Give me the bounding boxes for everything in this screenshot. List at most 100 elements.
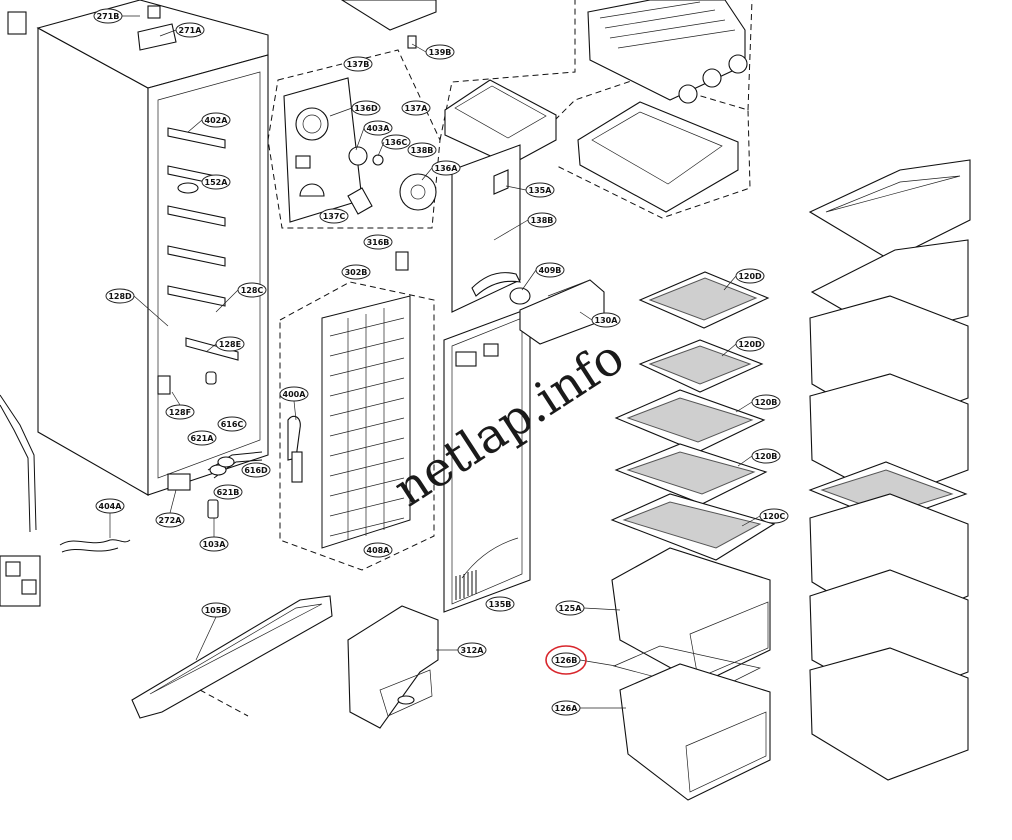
label-128c: 128C	[237, 282, 267, 298]
label-404a: 404A	[95, 498, 125, 514]
svg-text:316B: 316B	[367, 238, 390, 247]
svg-text:135A: 135A	[529, 186, 553, 195]
label-120c: 120C	[759, 508, 789, 524]
crisper-drawers	[611, 547, 771, 801]
lower-covers	[131, 595, 439, 729]
svg-text:138B: 138B	[411, 146, 434, 155]
label-621a: 621A	[187, 430, 217, 446]
label-136c: 136C	[381, 134, 411, 150]
ice-maker-group	[439, 0, 753, 219]
label-271a: 271A	[175, 22, 205, 38]
label-402a: 402A	[201, 112, 231, 128]
svg-text:616D: 616D	[244, 466, 268, 475]
label-616d: 616D	[241, 462, 271, 478]
svg-text:409B: 409B	[539, 266, 562, 275]
label-137a: 137A	[401, 100, 431, 116]
light-housing-130a	[509, 279, 605, 345]
svg-text:137B: 137B	[347, 60, 370, 69]
leader-lines	[109, 15, 761, 709]
label-128e: 128E	[215, 336, 245, 352]
svg-text:128F: 128F	[169, 408, 191, 417]
label-130a: 130A	[591, 312, 621, 328]
label-136d: 136D	[351, 100, 381, 116]
left-pipes	[0, 394, 263, 607]
svg-text:126A: 126A	[555, 704, 579, 713]
label-135b: 135B	[485, 596, 515, 612]
cover-plate-135a	[451, 144, 521, 313]
label-152a: 152A	[201, 174, 231, 190]
svg-text:130A: 130A	[595, 316, 619, 325]
label-125a: 125A	[555, 600, 585, 616]
label-135a: 135A	[525, 182, 555, 198]
label-316b: 316B	[363, 234, 393, 250]
part-labels: 271B 271A 139B 137B 136D 137A 403A 136C …	[93, 8, 789, 716]
label-128f: 128F	[165, 404, 195, 420]
svg-text:621A: 621A	[191, 434, 215, 443]
back-panel-135b	[443, 307, 531, 613]
label-120b-1: 120B	[751, 394, 781, 410]
svg-text:128D: 128D	[108, 292, 132, 301]
svg-text:135B: 135B	[489, 600, 512, 609]
svg-text:120B: 120B	[755, 452, 778, 461]
svg-text:125A: 125A	[559, 604, 583, 613]
label-621b: 621B	[213, 484, 243, 500]
label-103a: 103A	[199, 536, 229, 552]
label-616c: 616C	[217, 416, 247, 432]
svg-text:120D: 120D	[738, 272, 762, 281]
label-408a: 408A	[363, 542, 393, 558]
svg-text:400A: 400A	[283, 390, 307, 399]
svg-text:128E: 128E	[219, 340, 241, 349]
fan-assembly-group	[267, 0, 441, 229]
svg-text:408A: 408A	[367, 546, 391, 555]
label-136a: 136A	[431, 160, 461, 176]
svg-text:621B: 621B	[217, 488, 240, 497]
svg-text:152A: 152A	[205, 178, 229, 187]
svg-text:126B: 126B	[555, 656, 578, 665]
label-409b: 409B	[535, 262, 565, 278]
label-105b: 105B	[201, 602, 231, 618]
svg-text:137A: 137A	[405, 104, 429, 113]
svg-text:271A: 271A	[179, 26, 203, 35]
label-138b: 138B	[527, 212, 557, 228]
svg-text:120D: 120D	[738, 340, 762, 349]
svg-text:139B: 139B	[429, 48, 452, 57]
svg-text:136D: 136D	[354, 104, 378, 113]
svg-text:120C: 120C	[763, 512, 786, 521]
svg-text:312A: 312A	[461, 646, 485, 655]
svg-text:616C: 616C	[221, 420, 244, 429]
label-271b: 271B	[93, 8, 123, 24]
svg-text:136A: 136A	[435, 164, 459, 173]
svg-text:105B: 105B	[205, 606, 228, 615]
svg-text:271B: 271B	[97, 12, 120, 21]
label-120b-2: 120B	[751, 448, 781, 464]
svg-text:404A: 404A	[99, 502, 123, 511]
label-138b-upper: 138B	[407, 142, 437, 158]
svg-text:120B: 120B	[755, 398, 778, 407]
label-403a: 403A	[363, 120, 393, 136]
svg-text:138B: 138B	[531, 216, 554, 225]
svg-text:128C: 128C	[241, 286, 264, 295]
svg-text:272A: 272A	[159, 516, 183, 525]
svg-text:103A: 103A	[203, 540, 227, 549]
label-139b: 139B	[425, 44, 455, 60]
svg-text:403A: 403A	[367, 124, 391, 133]
label-120d-1: 120D	[735, 268, 765, 284]
label-137c: 137C	[319, 208, 349, 224]
svg-text:302B: 302B	[345, 268, 368, 277]
label-126b: 126B	[551, 652, 581, 668]
label-400a: 400A	[279, 386, 309, 402]
evaporator-group	[279, 251, 435, 571]
svg-text:402A: 402A	[205, 116, 229, 125]
label-120d-2: 120D	[735, 336, 765, 352]
svg-text:137C: 137C	[323, 212, 346, 221]
label-272a: 272A	[155, 512, 185, 528]
label-137b: 137B	[343, 56, 373, 72]
door-bins-right	[808, 159, 971, 781]
label-128d: 128D	[105, 288, 135, 304]
svg-text:136C: 136C	[385, 138, 408, 147]
highlight-ring	[545, 645, 587, 675]
label-312a: 312A	[457, 642, 487, 658]
label-126a: 126A	[551, 700, 581, 716]
